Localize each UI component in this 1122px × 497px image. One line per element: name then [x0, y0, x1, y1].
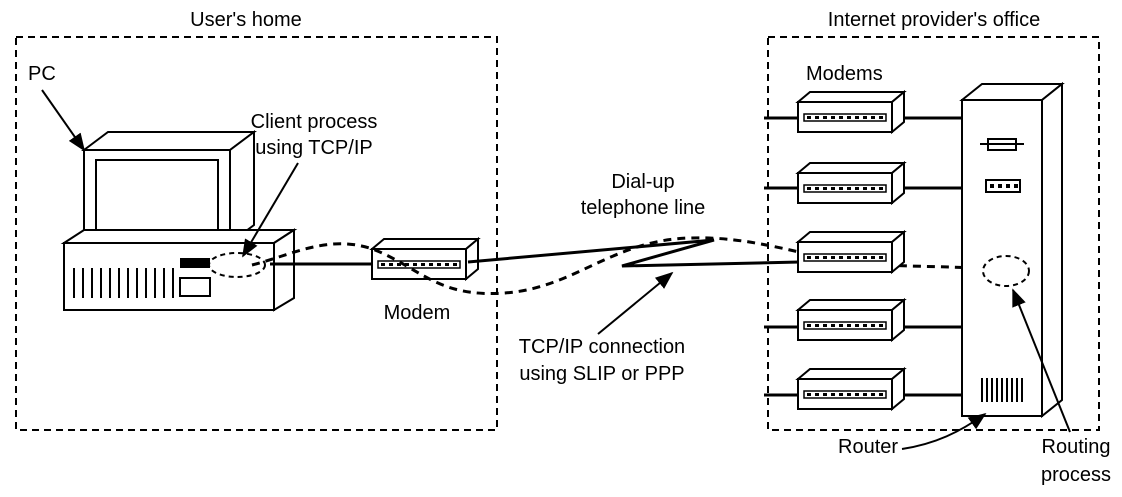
modems-label: Modems [806, 63, 883, 85]
client-process-pointer-arrow [242, 162, 299, 258]
routing-process-label-line2: process [1041, 464, 1111, 486]
provider-modem-2 [797, 162, 905, 204]
router-pointer-arrow [901, 412, 987, 450]
tcpip-pointer-arrow [597, 271, 674, 335]
user-modem-label: Modem [384, 302, 451, 324]
client-process-label-line1: Client process [251, 111, 378, 133]
dialup-label-line2: telephone line [581, 197, 706, 219]
provider-modem-1 [797, 91, 905, 133]
routing-process-pointer-arrow [1012, 288, 1071, 433]
user-modem-icon [371, 238, 479, 280]
dialup-telephone-line [467, 238, 801, 268]
users-home-title: User's home [190, 9, 302, 31]
provider-modem-stack [764, 91, 962, 410]
client-process-label-line2: using TCP/IP [255, 137, 372, 159]
provider-modem-4 [797, 299, 905, 341]
pc-icon [60, 130, 298, 312]
pc-pointer-arrow [41, 89, 86, 152]
users-home-region [15, 36, 498, 431]
router-label: Router [838, 436, 898, 458]
router-icon [959, 81, 1065, 419]
provider-modem-5 [797, 368, 905, 410]
client-process-ellipse [208, 252, 266, 278]
provider-office-region [767, 36, 1100, 431]
pc-label: PC [28, 63, 56, 85]
tcpip-label-line1: TCP/IP connection [519, 336, 685, 358]
tcpip-label-line2: using SLIP or PPP [519, 363, 684, 385]
routing-process-label-line1: Routing [1042, 436, 1111, 458]
provider-office-title: Internet provider's office [828, 9, 1040, 31]
dialup-label-line1: Dial-up [611, 171, 674, 193]
provider-modem-3 [797, 231, 905, 273]
routing-process-ellipse [982, 255, 1030, 287]
